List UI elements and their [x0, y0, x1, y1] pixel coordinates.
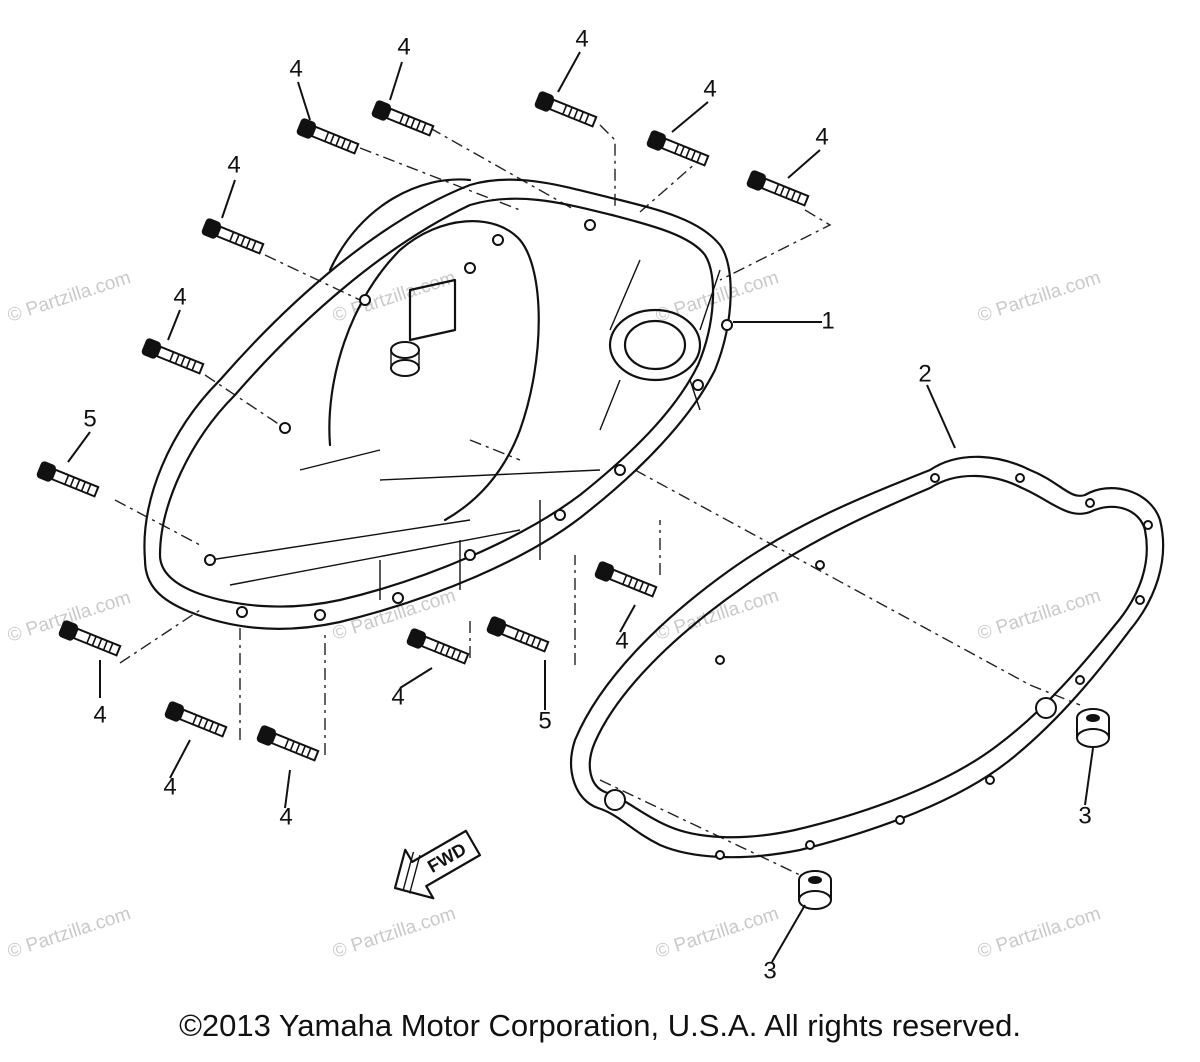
assembly-lines: [114, 124, 1081, 876]
bolt: [744, 168, 811, 211]
bolt: [34, 459, 101, 502]
copyright-notice: ©2013 Yamaha Motor Corporation, U.S.A. A…: [179, 1008, 1021, 1043]
callout-label: 4: [227, 151, 240, 178]
fwd-label: FWD: [424, 839, 469, 877]
watermark: © Partzilla.com: [330, 267, 458, 327]
watermark: © Partzilla.com: [330, 903, 458, 963]
callout-label: 1: [821, 307, 834, 334]
crankcase-cover: [143, 178, 733, 630]
watermarks: © Partzilla.com © Partzilla.com © Partzi…: [5, 267, 1103, 963]
callout-label: 4: [391, 683, 404, 710]
fwd-arrow: FWD: [393, 829, 482, 900]
watermark: © Partzilla.com: [975, 267, 1103, 327]
callout-label: 4: [163, 773, 176, 800]
watermark: © Partzilla.com: [5, 267, 133, 327]
bolts: [34, 89, 811, 766]
callout-label: 3: [763, 957, 776, 984]
callout-label: 4: [279, 803, 292, 830]
bolt: [644, 128, 711, 171]
watermark: © Partzilla.com: [975, 585, 1103, 645]
callout-label: 4: [703, 75, 716, 102]
callout-label: 3: [1078, 802, 1091, 829]
callout-label: 4: [575, 25, 588, 52]
watermark: © Partzilla.com: [653, 903, 781, 963]
bolt: [139, 336, 206, 379]
callout-labels: 4 4 4 4 4 4 4 4 5 1 2 4 4 5 4 4 4 3 3: [83, 25, 1091, 984]
gasket: [570, 455, 1165, 860]
bolt: [404, 626, 471, 669]
bolt: [484, 614, 551, 657]
bolt: [369, 98, 436, 141]
callout-label: 4: [93, 701, 106, 728]
callout-label: 5: [83, 405, 96, 432]
callout-label: 4: [173, 283, 186, 310]
callout-label: 4: [289, 55, 302, 82]
bolt: [254, 723, 321, 766]
callout-label: 4: [397, 33, 410, 60]
callout-label: 4: [815, 123, 828, 150]
bolt: [592, 559, 659, 602]
callout-label: 4: [615, 627, 628, 654]
watermark: © Partzilla.com: [5, 903, 133, 963]
callout-label: 2: [918, 360, 931, 387]
watermark: © Partzilla.com: [653, 267, 781, 327]
dowel-pin: [1076, 708, 1110, 748]
watermark: © Partzilla.com: [975, 903, 1103, 963]
bolt: [532, 89, 599, 132]
bolt: [294, 116, 361, 159]
leader-lines: [67, 51, 1094, 963]
bolt: [199, 216, 266, 259]
bolt: [162, 699, 229, 742]
bolt: [56, 618, 123, 661]
dowel-pin: [798, 870, 832, 910]
callout-label: 5: [538, 707, 551, 734]
